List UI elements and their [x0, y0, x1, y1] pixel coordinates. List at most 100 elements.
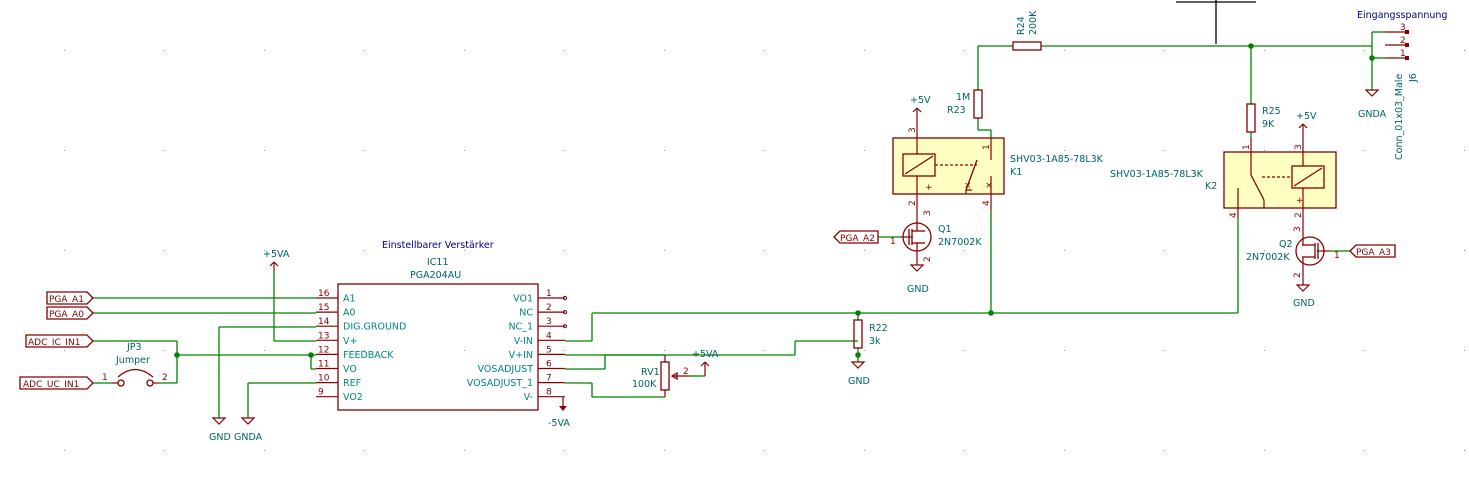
global-label-pga-a0: PGA_A0 — [46, 306, 94, 320]
power-gnda-j6: GNDA — [1358, 89, 1387, 120]
power-m5va: -5VA — [548, 397, 570, 429]
grid-dot — [1264, 450, 1265, 451]
grid-dot — [564, 50, 565, 51]
ic11-pin-name: V+ — [343, 336, 357, 347]
grid-dot — [1464, 350, 1465, 351]
svg-text:1: 1 — [982, 144, 992, 150]
ic11-pin-number: 10 — [318, 374, 330, 384]
grid-dot — [64, 250, 65, 251]
q1-mosfet: 1 3 2 Q1 2N7002K — [890, 210, 982, 265]
grid-dot — [64, 450, 65, 451]
ic11-pin-name: REF — [343, 378, 361, 389]
svg-text:Jumper: Jumper — [115, 355, 150, 366]
svg-text:3k: 3k — [869, 336, 881, 347]
grid-dot — [1164, 350, 1165, 351]
ic11-pin-name: FEEDBACK — [343, 350, 394, 361]
grid-dot — [1264, 150, 1265, 151]
svg-text:1: 1 — [1334, 251, 1340, 261]
power-gnd-q2: GND — [1293, 284, 1315, 309]
svg-text:SHV03-1A85-78L3K: SHV03-1A85-78L3K — [1110, 169, 1204, 180]
grid-dot — [364, 450, 365, 451]
grid-dot — [164, 150, 165, 151]
svg-text:GND: GND — [209, 432, 231, 443]
j6-connector: 3 2 1 J6 Conn_01x03_Male — [1385, 23, 1419, 160]
grid-dot — [464, 150, 465, 151]
ic11-pin-number: 3 — [546, 317, 552, 327]
grid-dot — [664, 350, 665, 351]
ic11-pin-number: 4 — [546, 331, 552, 341]
svg-text:2N7002K: 2N7002K — [938, 237, 982, 248]
wires — [92, 31, 1385, 418]
svg-text:2: 2 — [908, 200, 918, 206]
grid-dot — [664, 250, 665, 251]
grid-dot — [364, 50, 365, 51]
junctions — [174, 43, 1375, 358]
svg-text:Conn_01x03_Male: Conn_01x03_Male — [1394, 74, 1405, 160]
ic11-pin-number: 14 — [318, 317, 330, 327]
power-p5va-ic: +5VA — [263, 249, 290, 270]
svg-text:×: × — [964, 181, 972, 191]
nc-marker — [562, 295, 568, 301]
grid-dot — [664, 150, 665, 151]
svg-text:JP3: JP3 — [126, 342, 142, 353]
svg-text:4: 4 — [982, 200, 992, 206]
grid-dot — [964, 450, 965, 451]
global-label-pga-a2: PGA_A2 — [833, 230, 879, 244]
q2-mosfet: 1 3 2 Q2 2N7002K — [1246, 218, 1340, 285]
ic11-pin-name: DIG.GROUND — [343, 322, 406, 333]
grid-dot — [1064, 450, 1065, 451]
power-gnda-ic: GNDA — [234, 417, 263, 443]
rv1-potentiometer: RV1 100K 2 — [632, 355, 690, 397]
svg-text:1: 1 — [890, 237, 896, 247]
grid-dot — [1164, 150, 1165, 151]
svg-text:SHV03-1A85-78L3K: SHV03-1A85-78L3K — [1010, 154, 1104, 165]
grid-dot — [264, 350, 265, 351]
svg-text:R24: R24 — [1016, 16, 1027, 35]
svg-text:ADC_UC_IN1: ADC_UC_IN1 — [23, 380, 79, 390]
title-eingangsspannung: Eingangsspannung — [1357, 10, 1447, 21]
grid-dot — [1064, 350, 1065, 351]
ic11-pin-name: VO1 — [513, 294, 533, 305]
grid-dot — [1164, 50, 1165, 51]
grid-dot — [464, 350, 465, 351]
svg-text:GND: GND — [1293, 298, 1315, 309]
grid-dot — [964, 50, 965, 51]
grid-dot — [1364, 350, 1365, 351]
svg-text:2: 2 — [923, 256, 933, 262]
ic11-pin-number: 7 — [546, 374, 552, 384]
grid-dot — [364, 350, 365, 351]
ic11-pin-number: 2 — [546, 303, 552, 313]
svg-text:+5VA: +5VA — [263, 249, 290, 260]
jp3-jumper: JP3 Jumper 1 2 — [102, 342, 168, 387]
grid-dot — [564, 450, 565, 451]
svg-text:+: + — [925, 183, 933, 193]
ic11-pin-name: VO — [343, 364, 357, 375]
r22-resistor: R22 3k — [853, 319, 888, 349]
svg-text:+5VA: +5VA — [692, 349, 719, 360]
grid-dot — [164, 450, 165, 451]
svg-text:Q1: Q1 — [938, 224, 952, 235]
svg-text:2: 2 — [162, 373, 168, 383]
grid-dot — [664, 450, 665, 451]
ic11-pin-number: 12 — [318, 345, 329, 355]
svg-text:+5V: +5V — [910, 95, 931, 106]
grid-dot — [1264, 350, 1265, 351]
amplifier-caption: Einstellbarer Verstärker — [382, 240, 494, 251]
power-gnd-ic: GND — [209, 417, 231, 443]
grid-dot — [264, 250, 265, 251]
svg-text:GND: GND — [907, 284, 929, 295]
grid-dot — [764, 350, 765, 351]
grid-dot — [1064, 50, 1065, 51]
svg-text:2: 2 — [1400, 36, 1406, 46]
ic11-pin-number: 6 — [546, 360, 552, 370]
power-gnd-q1: GND — [907, 264, 929, 295]
grid-dot — [264, 450, 265, 451]
grid-dot — [964, 350, 965, 351]
global-label-pga-a1: PGA_A1 — [46, 291, 94, 305]
svg-text:1: 1 — [102, 373, 108, 383]
ic11-pin-name: NC_1 — [508, 322, 533, 333]
grid-dot — [1064, 250, 1065, 251]
r24-resistor: R24 200K — [1012, 10, 1042, 51]
